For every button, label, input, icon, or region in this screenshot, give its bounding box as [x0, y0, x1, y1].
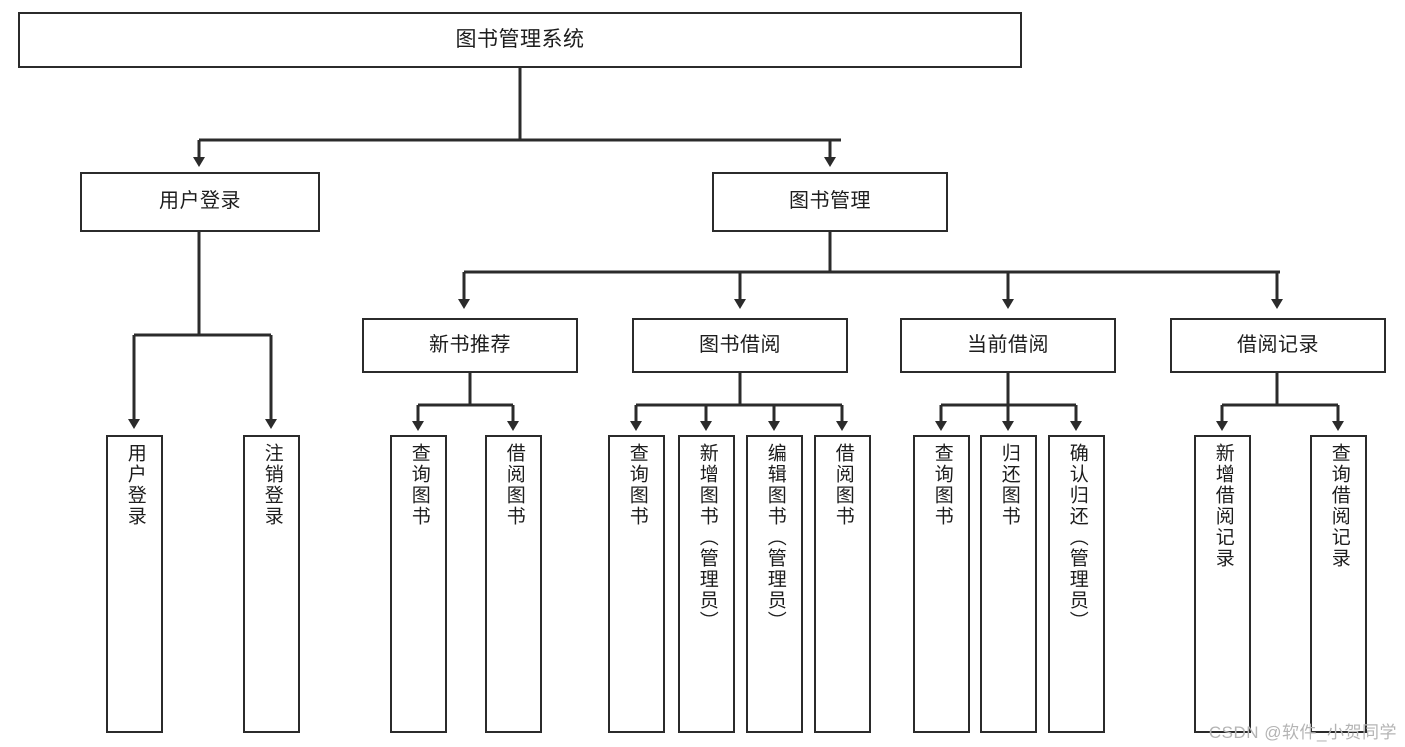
leaf-query-borrow-record[interactable]: 查询借阅记录: [1310, 435, 1367, 733]
leaf-add-book-admin[interactable]: 新增图书（管理员）: [678, 435, 735, 733]
leaf-edit-book-admin[interactable]: 编辑图书（管理员）: [746, 435, 803, 733]
leaf-borrow-book-1-label: 借阅图书: [503, 443, 525, 527]
leaf-query-book-2[interactable]: 查询图书: [608, 435, 665, 733]
leaf-query-book-3-label: 查询图书: [931, 443, 953, 527]
leaf-query-book-2-label: 查询图书: [626, 443, 648, 527]
node-book-borrow[interactable]: 图书借阅: [632, 318, 848, 373]
leaf-query-book-1[interactable]: 查询图书: [390, 435, 447, 733]
leaf-borrow-book-2[interactable]: 借阅图书: [814, 435, 871, 733]
leaf-query-book-1-label: 查询图书: [408, 443, 430, 527]
leaf-add-borrow-record[interactable]: 新增借阅记录: [1194, 435, 1251, 733]
node-book-manage-label: 图书管理: [789, 190, 871, 213]
leaf-confirm-return-admin-label: 确认归还（管理员）: [1066, 443, 1088, 632]
leaf-add-borrow-record-label: 新增借阅记录: [1212, 443, 1234, 569]
watermark-text: CSDN @软件_小贺同学: [1208, 723, 1397, 742]
leaf-borrow-book-1[interactable]: 借阅图书: [485, 435, 542, 733]
node-borrow-record-label: 借阅记录: [1237, 333, 1319, 356]
leaf-logout-login[interactable]: 注销登录: [243, 435, 300, 733]
node-root-label: 图书管理系统: [455, 27, 585, 51]
node-book-borrow-label: 图书借阅: [699, 333, 781, 356]
node-current-borrow-label: 当前借阅: [967, 333, 1049, 356]
leaf-return-book[interactable]: 归还图书: [980, 435, 1037, 733]
leaf-return-book-label: 归还图书: [998, 443, 1020, 527]
leaf-confirm-return-admin[interactable]: 确认归还（管理员）: [1048, 435, 1105, 733]
leaf-user-login-label: 用户登录: [124, 443, 146, 527]
leaf-add-book-admin-label: 新增图书（管理员）: [696, 443, 718, 632]
node-root[interactable]: 图书管理系统: [18, 12, 1022, 68]
leaf-query-book-3[interactable]: 查询图书: [913, 435, 970, 733]
node-book-manage[interactable]: 图书管理: [712, 172, 948, 232]
leaf-logout-login-label: 注销登录: [261, 443, 283, 527]
leaf-user-login[interactable]: 用户登录: [106, 435, 163, 733]
leaf-borrow-book-2-label: 借阅图书: [832, 443, 854, 527]
leaf-edit-book-admin-label: 编辑图书（管理员）: [764, 443, 786, 632]
node-new-book-recommend-label: 新书推荐: [429, 333, 511, 356]
node-user-login-label: 用户登录: [159, 190, 241, 213]
node-user-login[interactable]: 用户登录: [80, 172, 320, 232]
node-new-book-recommend[interactable]: 新书推荐: [362, 318, 578, 373]
leaf-query-borrow-record-label: 查询借阅记录: [1328, 443, 1350, 569]
node-borrow-record[interactable]: 借阅记录: [1170, 318, 1386, 373]
node-current-borrow[interactable]: 当前借阅: [900, 318, 1116, 373]
